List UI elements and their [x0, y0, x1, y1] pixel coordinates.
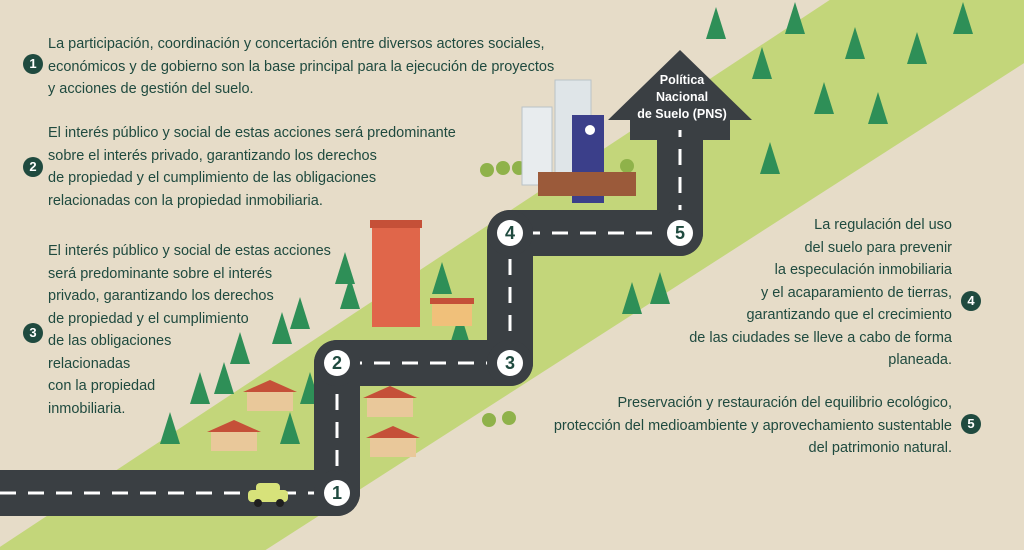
tree-icon [785, 2, 805, 34]
item-4-text: La regulación del uso del suelo para pre… [689, 214, 952, 372]
item-3-line: relacionadas [48, 355, 131, 372]
road-node-4-label: 4 [505, 223, 515, 243]
item-4-line: garantizando que el crecimiento [746, 307, 952, 323]
item-4-line: la especulación inmobiliaria [774, 262, 952, 278]
item-1-badge: 1 [23, 54, 43, 74]
tree-icon [760, 142, 780, 174]
item-5-line: del patrimonio natural. [808, 440, 952, 456]
item-3-line: inmobiliaria. [48, 400, 126, 417]
road-node-2-disc [324, 350, 350, 376]
tree-icon [290, 297, 310, 329]
tree-icon [432, 262, 452, 294]
houses [207, 380, 420, 457]
round-tree-icon [502, 411, 516, 425]
item-4-line: planeada. [888, 352, 952, 368]
item-3-badge: 3 [23, 323, 43, 343]
tree-icon [450, 312, 470, 344]
tree-icon [190, 372, 210, 404]
tree-icon [335, 252, 355, 284]
road-node-4-disc [497, 220, 523, 246]
car-icon [248, 483, 288, 507]
road-node-5-label: 5 [675, 223, 685, 243]
road-nodes: 1 2 3 4 5 [314, 210, 703, 516]
tree-icon [340, 277, 360, 309]
city-buildings [521, 79, 636, 203]
road-node-1-disc [324, 480, 350, 506]
round-tree-icon [480, 163, 494, 177]
pns-arrow-sign [608, 50, 752, 140]
tree-icon [907, 32, 927, 64]
tree-icon [272, 312, 292, 344]
item-2-line: de propiedad y el cumplimiento de las ob… [48, 170, 377, 186]
sign-line-3: de Suelo (PNS) [637, 107, 727, 121]
tree-icon [214, 362, 234, 394]
round-tree-icon [482, 413, 496, 427]
road-node-3-label: 3 [505, 353, 515, 373]
item-3-text: El interés público y social de estas acc… [48, 240, 331, 420]
tree-icon [845, 27, 865, 59]
item-1-line: y acciones de gestión del suelo. [48, 81, 254, 97]
tree-icon [160, 412, 180, 444]
item-3-line: de las obligaciones [48, 333, 172, 349]
road-node-2-label: 2 [332, 353, 342, 373]
tree-icon [706, 7, 726, 39]
tree-icon [953, 2, 973, 34]
tree-icon [650, 272, 670, 304]
item-2-line: El interés público y social de estas acc… [48, 125, 456, 141]
sign-line-2: Nacional [655, 90, 709, 104]
item-4-line: La regulación del uso [814, 217, 952, 233]
item-4-line: y el acaparamiento de tierras, [760, 284, 952, 301]
apartment-building [370, 220, 474, 327]
item-4-line: del suelo para prevenir [804, 239, 952, 256]
item-2-text: El interés público y social de estas acc… [48, 122, 456, 212]
tree-icon [814, 82, 834, 114]
road-node-3-disc [497, 350, 523, 376]
item-2-line: sobre el interés privado, garantizando l… [48, 147, 377, 164]
item-5-line: protección del medioambiente y aprovecha… [553, 417, 952, 434]
tree-icon [280, 412, 300, 444]
item-2-badge: 2 [23, 157, 43, 177]
round-tree-icon [496, 161, 510, 175]
item-5-line: Preservación y restauración del equilibr… [617, 395, 952, 411]
sign-line-1: Política [659, 73, 705, 87]
item-4-line: de las ciudades se lleve a cabo de forma [689, 329, 952, 346]
item-2-line: relacionadas con la propiedad inmobiliar… [48, 192, 323, 209]
item-3-line: privado, garantizando los derechos [48, 288, 274, 304]
item-4-badge: 4 [961, 291, 981, 311]
road-node-1-label: 1 [332, 483, 342, 503]
tree-icon [622, 282, 642, 314]
item-3-line: será predominante sobre el interés [48, 265, 273, 282]
tree-icon [868, 92, 888, 124]
item-3-line: de propiedad y el cumplimiento [48, 310, 249, 327]
item-1-line: económicos y de gobierno son la base pri… [48, 58, 555, 75]
item-5-badge: 5 [961, 414, 981, 434]
pns-sign-text: Política Nacional de Suelo (PNS) [632, 72, 732, 123]
road-node-5-disc [667, 220, 693, 246]
round-tree-icon [620, 159, 634, 173]
item-1-text: La participación, coordinación y concert… [48, 33, 554, 101]
item-1-line: La participación, coordinación y concert… [48, 36, 545, 52]
tree-icon [752, 47, 772, 79]
item-3-line: con la propiedad [48, 378, 156, 394]
tree-icon [230, 332, 250, 364]
item-3-line: El interés público y social de estas acc… [48, 243, 331, 259]
item-5-text: Preservación y restauración del equilibr… [554, 392, 952, 460]
